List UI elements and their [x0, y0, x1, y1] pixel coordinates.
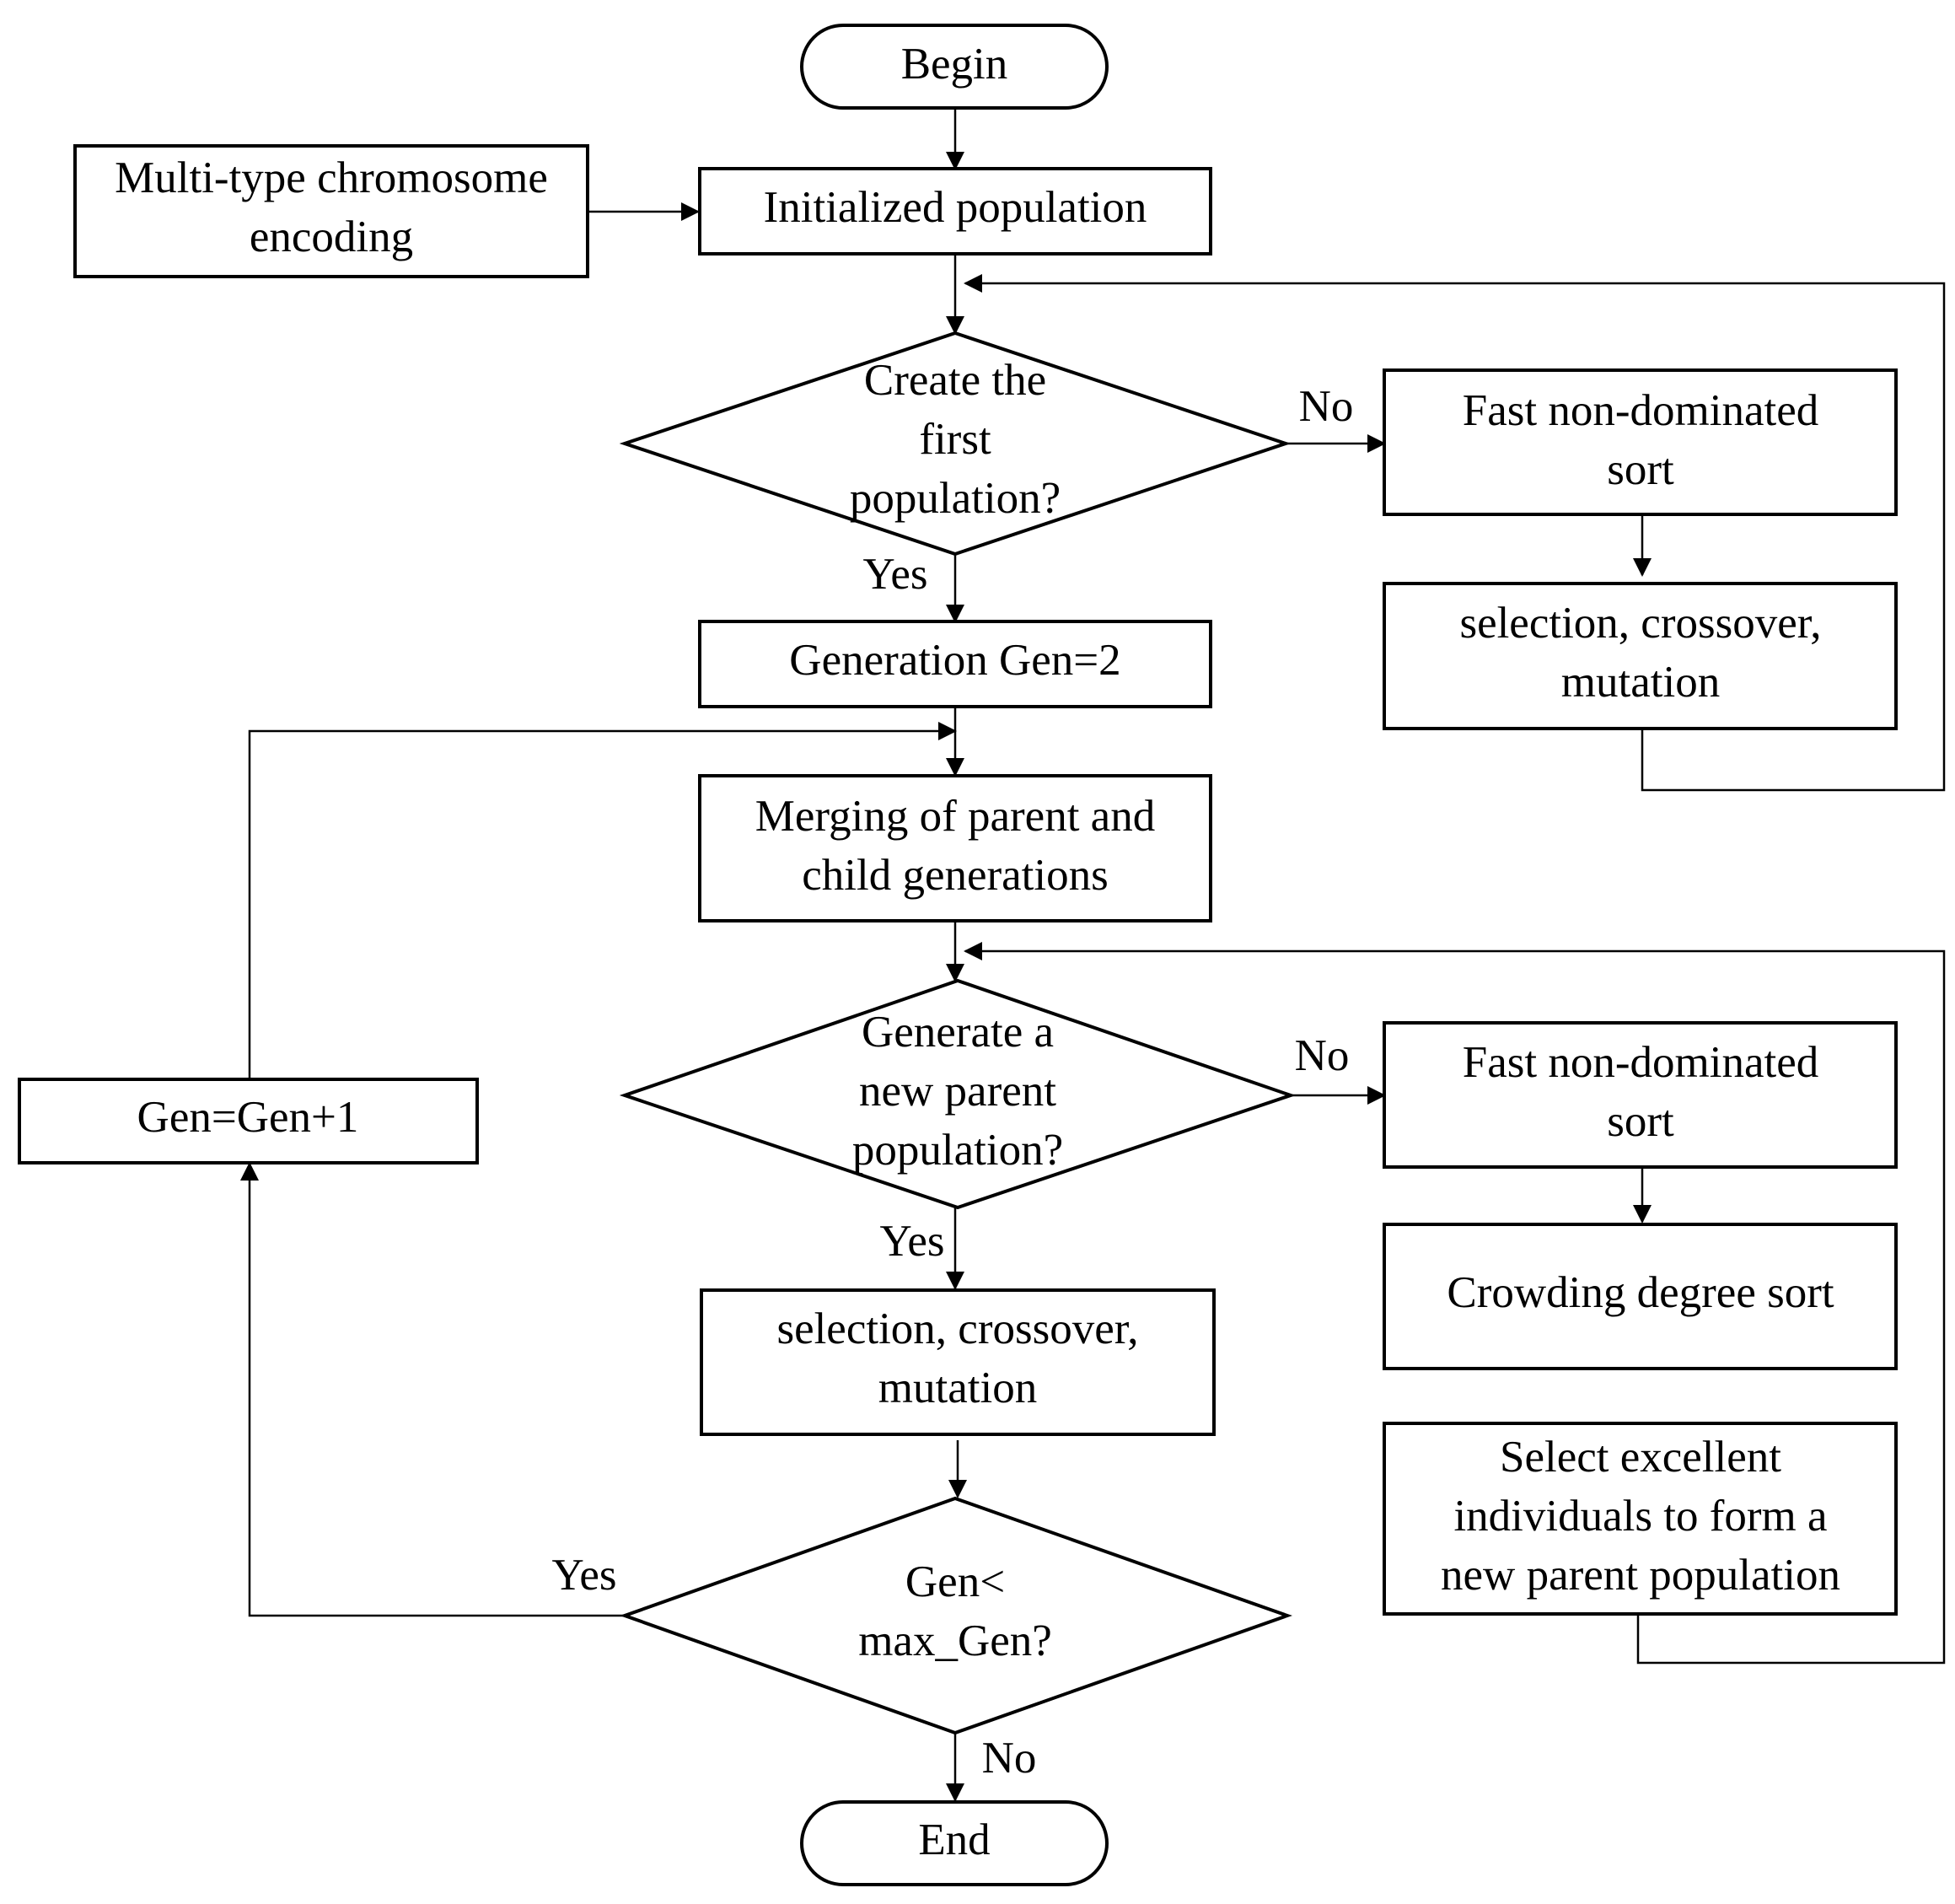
- init-label: Initialized population: [764, 183, 1147, 232]
- fast-sort-1-label: Fast non-dominated sort: [1463, 386, 1818, 494]
- text-line: selection, crossover,: [1459, 599, 1821, 648]
- begin-label: Begin: [901, 40, 1008, 89]
- text-line: individuals to form a: [1453, 1492, 1827, 1541]
- text-line: first: [919, 415, 991, 464]
- text-line: Fast non-dominated: [1463, 386, 1818, 435]
- nodes: Begin Multi-type chromosome encoding Init…: [18, 24, 1898, 1886]
- text-line: Gen<: [905, 1557, 1005, 1606]
- text-line: Create the: [864, 356, 1046, 405]
- merge-box: Merging of parent and child generations: [698, 774, 1212, 922]
- edge-label-no-3: No: [982, 1734, 1037, 1783]
- sel-1-box: selection, crossover, mutation: [1383, 582, 1898, 730]
- end-label: End: [918, 1815, 990, 1864]
- begin-terminal: Begin: [800, 24, 1109, 110]
- connectors: [240, 108, 1946, 1802]
- decision-gen-diamond: Gen< max_Gen?: [620, 1496, 1293, 1735]
- sel-2-label: selection, crossover, mutation: [776, 1304, 1138, 1412]
- text-line: Select excellent: [1500, 1433, 1781, 1482]
- text-line: new parent: [859, 1067, 1056, 1116]
- text-line: Generate a: [862, 1008, 1054, 1057]
- gen2-label: Generation Gen=2: [789, 636, 1120, 685]
- loop-sel-1-to-decision-first: [964, 274, 1946, 792]
- sel-1-label: selection, crossover, mutation: [1459, 599, 1821, 707]
- encoding-label: Multi-type chromosome encoding: [115, 153, 548, 261]
- loop-select-excellent-to-decision-parent: [964, 942, 1946, 1665]
- decision-first-label: Create the first population?: [850, 356, 1061, 523]
- text-line: sort: [1607, 445, 1674, 494]
- edge-labels: No Yes No Yes Yes No: [551, 382, 1353, 1783]
- fast-sort-2-box: Fast non-dominated sort: [1383, 1021, 1898, 1169]
- text-line: mutation: [1561, 658, 1720, 707]
- text-line: max_Gen?: [858, 1616, 1052, 1665]
- edge-label-no-2: No: [1295, 1031, 1350, 1080]
- loop-gen-inc-to-merge: [248, 722, 957, 1079]
- gen-inc-box: Gen=Gen+1: [18, 1078, 479, 1164]
- fast-sort-2-label: Fast non-dominated sort: [1463, 1038, 1818, 1146]
- encoding-box: Multi-type chromosome encoding: [73, 144, 589, 278]
- text-line: selection, crossover,: [776, 1304, 1138, 1353]
- text-line: sort: [1607, 1097, 1674, 1146]
- end-terminal: End: [800, 1800, 1109, 1886]
- init-box: Initialized population: [698, 167, 1212, 255]
- edge-label-no-1: No: [1299, 382, 1354, 431]
- text-line: mutation: [878, 1363, 1037, 1412]
- select-excellent-label: Select excellent individuals to form a new…: [1441, 1433, 1840, 1600]
- text-line: population?: [852, 1126, 1063, 1175]
- crowding-box: Crowding degree sort: [1383, 1223, 1898, 1370]
- text-line: Multi-type chromosome: [115, 153, 548, 202]
- gen2-box: Generation Gen=2: [698, 620, 1212, 708]
- edge-label-yes-2: Yes: [879, 1217, 944, 1266]
- edge-label-yes-1: Yes: [862, 550, 927, 599]
- gen-inc-label: Gen=Gen+1: [137, 1093, 359, 1142]
- crowding-label: Crowding degree sort: [1447, 1268, 1834, 1317]
- decision-parent-label: Generate a new parent population?: [852, 1008, 1063, 1175]
- edge-label-yes-3: Yes: [551, 1551, 616, 1600]
- fast-sort-1-box: Fast non-dominated sort: [1383, 368, 1898, 516]
- merge-label: Merging of parent and child generations: [755, 792, 1155, 900]
- text-line: child generations: [802, 851, 1109, 900]
- sel-2-box: selection, crossover, mutation: [700, 1288, 1216, 1436]
- arrow-decision-gen-yes: [240, 1162, 625, 1617]
- text-line: population?: [850, 474, 1061, 523]
- text-line: Merging of parent and: [755, 792, 1155, 841]
- text-line: encoding: [250, 212, 413, 261]
- text-line: new parent population: [1441, 1551, 1840, 1600]
- select-excellent-box: Select excellent individuals to form a new…: [1383, 1422, 1898, 1616]
- text-line: Fast non-dominated: [1463, 1038, 1818, 1087]
- decision-parent-diamond: Generate a new parent population?: [619, 978, 1297, 1210]
- decision-gen-label: Gen< max_Gen?: [858, 1557, 1052, 1665]
- decision-first-diamond: Create the first population?: [619, 331, 1292, 557]
